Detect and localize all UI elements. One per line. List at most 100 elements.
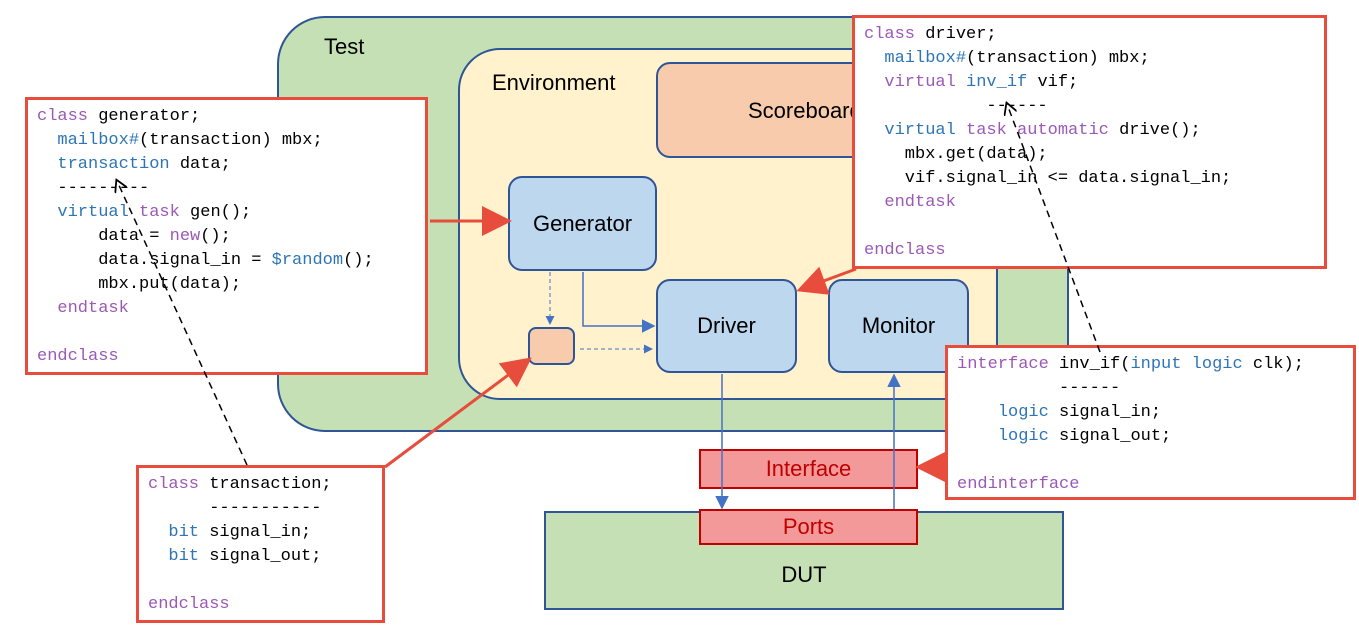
- code-token: generator;: [88, 107, 201, 126]
- code-line: endclass: [864, 239, 1315, 263]
- scoreboard-label: Scoreboard: [748, 98, 862, 123]
- environment-label: Environment: [492, 70, 616, 95]
- code-token: class: [864, 25, 916, 44]
- code-line: mbx.get(data);: [864, 143, 1315, 167]
- code-token: bit: [168, 523, 200, 542]
- code-token: mbx.get(data);: [864, 145, 1048, 164]
- code-token: data =: [37, 227, 170, 246]
- code-token: mailbox#: [884, 49, 967, 68]
- code-token: ();: [343, 251, 374, 270]
- code-line: class driver;: [864, 23, 1315, 47]
- code-line: bit signal_in;: [148, 521, 373, 545]
- code-line: transaction data;: [37, 153, 416, 177]
- code-token: task: [139, 203, 180, 222]
- code-token: signal_out;: [199, 547, 322, 566]
- code-token: drive();: [1108, 121, 1201, 140]
- code-token: endtask: [884, 193, 956, 212]
- code-line: ------: [864, 95, 1315, 119]
- code-line: endinterface: [957, 473, 1344, 497]
- code-token: signal_in;: [199, 523, 312, 542]
- code-line: mbx.put(data);: [37, 273, 416, 297]
- interface-code-box: interface inv_if(input logic clk); -----…: [945, 345, 1356, 500]
- code-line: class transaction;: [148, 473, 373, 497]
- inv-if-reference-dashed: [1007, 104, 1101, 353]
- code-line: mailbox#(transaction) mbx;: [864, 47, 1315, 71]
- code-token: endtask: [57, 299, 129, 318]
- code-line: bit signal_out;: [148, 545, 373, 569]
- code-line: mailbox#(transaction) mbx;: [37, 129, 416, 153]
- interface-label: Interface: [765, 456, 852, 481]
- code-token: gen();: [179, 203, 252, 222]
- dut-label: DUT: [781, 562, 827, 587]
- code-line: ------: [957, 377, 1344, 401]
- code-line: endclass: [148, 593, 373, 617]
- code-line: data.signal_in = $random();: [37, 249, 416, 273]
- code-token: logic: [1191, 355, 1243, 374]
- code-token: ();: [200, 227, 231, 246]
- code-line: virtual task automatic drive();: [864, 119, 1315, 143]
- code-token: mailbox#: [57, 131, 140, 150]
- code-token: transaction;: [199, 475, 332, 494]
- generator-label: Generator: [532, 210, 633, 236]
- code-token: transaction: [57, 155, 170, 174]
- code-line: -----------: [148, 497, 373, 521]
- code-token: clk);: [1242, 355, 1304, 374]
- interface-block: Interface: [699, 449, 918, 489]
- generator-code-box: class generator; mailbox#(transaction) m…: [25, 97, 428, 375]
- code-token: interface: [957, 355, 1049, 374]
- code-token: new: [169, 227, 201, 246]
- generator-to-driver-line: [582, 272, 656, 333]
- code-token: (transaction) mbx;: [139, 131, 323, 150]
- code-token: mbx.put(data);: [37, 275, 242, 294]
- code-line: endtask: [864, 191, 1315, 215]
- code-token: task: [966, 121, 1007, 140]
- code-token: endinterface: [957, 475, 1080, 494]
- driver-code-arrow: [796, 266, 857, 295]
- code-token: ------: [957, 379, 1121, 398]
- driver-code-box: class driver; mailbox#(transaction) mbx;…: [852, 15, 1327, 269]
- ports-block: Ports: [699, 509, 918, 545]
- code-token: class: [148, 475, 200, 494]
- code-token: -----------: [148, 499, 322, 518]
- code-token: (transaction) mbx;: [966, 49, 1150, 68]
- code-token: logic: [997, 427, 1049, 446]
- monitor-label: Monitor: [861, 313, 936, 338]
- code-line: logic signal_out;: [957, 425, 1344, 449]
- driver-label: Driver: [697, 313, 756, 338]
- mailbox-block: [528, 327, 575, 365]
- code-line: logic signal_in;: [957, 401, 1344, 425]
- code-token: driver;: [915, 25, 997, 44]
- code-line: endtask: [37, 297, 416, 321]
- code-line: virtual inv_if vif;: [864, 71, 1315, 95]
- code-token: vif.signal_in <= data.signal_in;: [864, 169, 1232, 188]
- code-token: endclass: [864, 241, 946, 260]
- code-token: virtual: [884, 73, 956, 92]
- code-token: data.signal_in =: [37, 251, 272, 270]
- code-token: signal_out;: [1048, 427, 1172, 446]
- code-token: endclass: [37, 347, 119, 366]
- transaction-code-box: class transaction; ----------- bit signa…: [136, 465, 385, 623]
- driver-block: Driver: [656, 279, 797, 373]
- code-token: inv_if(: [1048, 355, 1131, 374]
- code-token: endclass: [148, 595, 230, 614]
- code-token: class: [37, 107, 89, 126]
- code-token: virtual: [884, 121, 956, 140]
- code-token: virtual: [57, 203, 129, 222]
- code-token: automatic: [1017, 121, 1109, 140]
- code-token: logic: [997, 403, 1049, 422]
- transaction-code-arrow: [384, 357, 532, 469]
- code-line: virtual task gen();: [37, 201, 416, 225]
- code-token: bit: [168, 547, 200, 566]
- code-token: data;: [169, 155, 231, 174]
- code-line: endclass: [37, 345, 416, 369]
- code-token: ------: [864, 97, 1048, 116]
- transaction-reference-dashed: [117, 181, 248, 466]
- code-line: data = new();: [37, 225, 416, 249]
- code-line: vif.signal_in <= data.signal_in;: [864, 167, 1315, 191]
- code-line: interface inv_if(input logic clk);: [957, 353, 1344, 377]
- code-token: vif;: [1027, 73, 1079, 92]
- code-line: class generator;: [37, 105, 416, 129]
- ports-label: Ports: [782, 514, 835, 539]
- code-token: $random: [271, 251, 344, 270]
